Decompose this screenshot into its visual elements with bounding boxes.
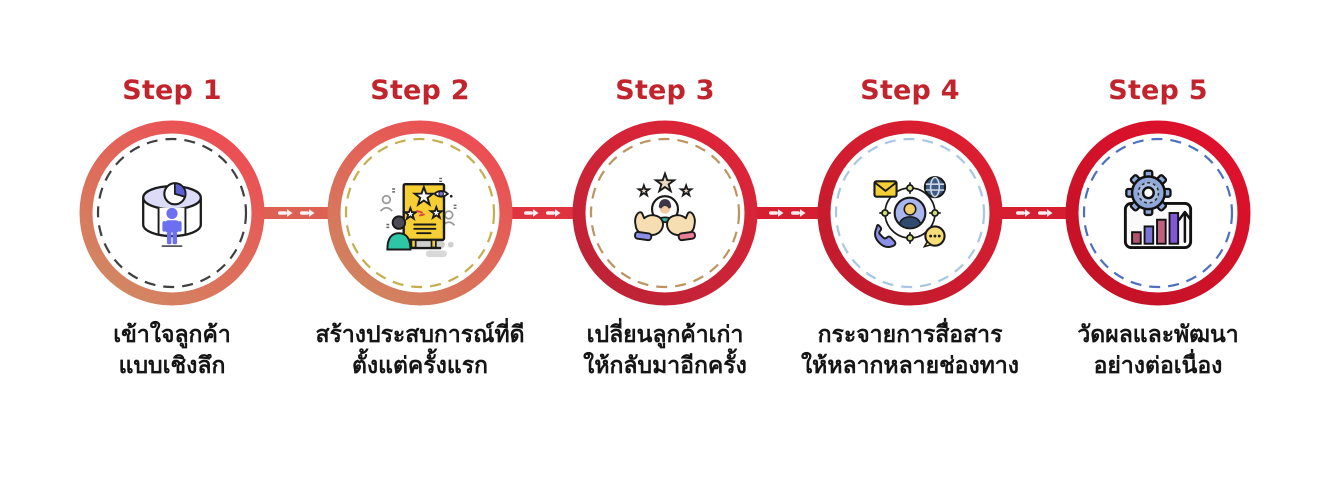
chat-bubble-icon xyxy=(922,225,946,248)
step-2-title: Step 2 xyxy=(370,75,470,106)
left-hand xyxy=(634,211,664,242)
step-5-title: Step 5 xyxy=(1108,75,1208,106)
customer-return-hands-icon xyxy=(617,165,713,261)
step-4-circle xyxy=(817,120,1003,306)
mail-icon xyxy=(873,180,898,198)
step-5: Step 5 xyxy=(1038,74,1278,382)
customer-insight-icon xyxy=(124,165,220,261)
gear-icon xyxy=(1125,169,1172,217)
step-2-circle xyxy=(327,120,513,306)
connector-1-2 xyxy=(256,207,336,219)
step-3-title: Step 3 xyxy=(615,75,715,106)
connector-3-4 xyxy=(747,207,827,219)
step-1-caption: เข้าใจลูกค้า แบบเชิงลึก xyxy=(113,322,231,379)
step-4-ring xyxy=(817,120,1003,306)
step-4: Step 4 xyxy=(790,74,1030,382)
first-impression-board-icon xyxy=(372,165,468,261)
step-2: Step 2 xyxy=(300,74,540,382)
step-5-circle xyxy=(1065,120,1251,306)
step-1-ring xyxy=(79,120,265,306)
step-3-circle xyxy=(572,120,758,306)
connector-2-3 xyxy=(502,207,582,219)
step-1-circle xyxy=(79,120,265,306)
step-3: Step 3 xyxy=(545,74,785,382)
step-2-ring xyxy=(327,120,513,306)
up-arrow-icon xyxy=(1177,210,1192,244)
right-hand xyxy=(666,211,696,242)
step-4-caption: กระจายการสื่อสาร ให้หลากหลายช่องทาง xyxy=(800,322,1020,379)
step-2-caption: สร้างประสบการณ์ที่ดี ตั้งแต่ครั้งแรก xyxy=(315,322,525,379)
measure-develop-gear-chart-icon xyxy=(1110,165,1206,261)
step-1: Step 1 xyxy=(52,74,292,382)
step-3-ring xyxy=(572,120,758,306)
phone-icon xyxy=(874,224,897,248)
globe-icon xyxy=(923,175,947,199)
eye-icon xyxy=(433,190,453,198)
step-5-caption: วัดผลและพัฒนา อย่างต่อเนื่อง xyxy=(1077,322,1239,379)
step-3-caption: เปลี่ยนลูกค้าเก่า ให้กลับมาอีกครั้ง xyxy=(583,322,747,379)
step-4-title: Step 4 xyxy=(860,75,960,106)
step-5-ring xyxy=(1065,120,1251,306)
connector-4-5 xyxy=(994,207,1074,219)
step-1-title: Step 1 xyxy=(122,75,222,106)
multichannel-communication-icon xyxy=(862,165,958,261)
